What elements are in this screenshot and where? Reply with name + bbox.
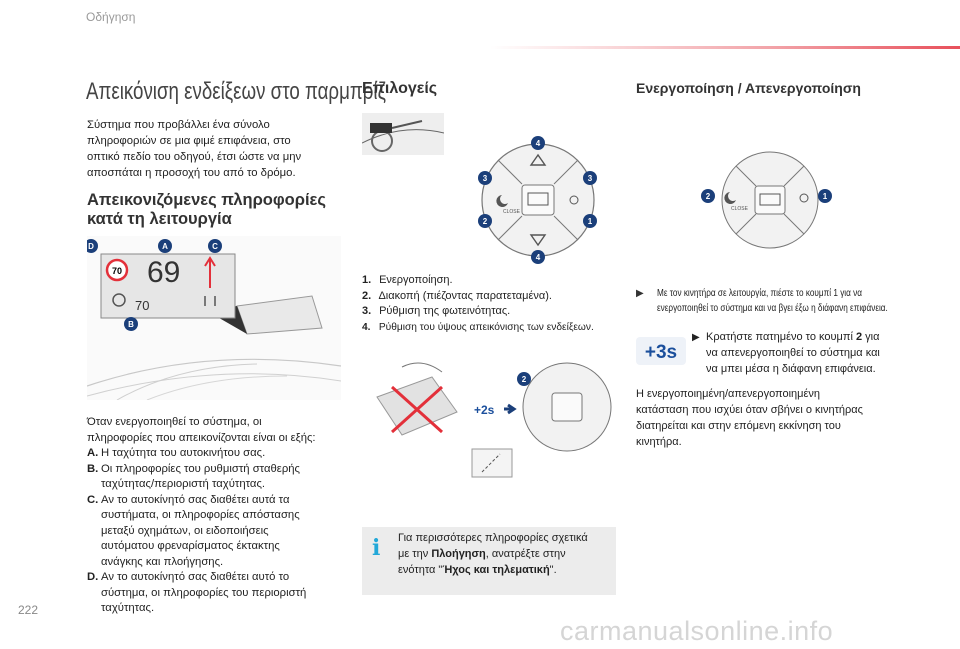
info-box — [362, 527, 616, 595]
cruise-value: 70 — [135, 298, 149, 313]
chapter-title: Οδήγηση — [86, 10, 136, 24]
svg-text:D: D — [88, 242, 94, 251]
note-activate: Με τον κινητήρα σε λειτουργία, πιέστε το… — [657, 288, 888, 314]
label-b-marker — [124, 317, 138, 331]
marker-1-right: 1 — [823, 192, 828, 201]
svg-text:CLOSE: CLOSE — [731, 206, 749, 212]
info-list: Όταν ενεργοποιηθεί το σύστημα, οι πληροφ… — [87, 415, 352, 617]
selector-diagram: CLOSE 4 4 3 3 2 1 — [470, 133, 610, 265]
list-item: D.Αν το αυτοκίνητό σας διαθέτει αυτό το — [87, 571, 290, 583]
marker-1: 1 — [588, 217, 593, 226]
speed-value: 69 — [147, 256, 180, 289]
info-text: Για περισσότερες πληροφορίες σχετικά με … — [398, 532, 588, 576]
section-heading-activation: Ενεργοποίηση / Απενεργοποίηση — [636, 80, 861, 96]
watermark: carmanualsonline.info — [560, 616, 834, 646]
svg-text:CLOSE: CLOSE — [503, 209, 521, 215]
dashboard-thumbnail — [361, 113, 445, 155]
options-list: 1. Ενεργοποίηση. 2. Διακοπή (πιέζοντας π… — [362, 273, 622, 335]
info-icon: i — [372, 535, 381, 561]
hud-illustration: 70 69 70 D A C B — [84, 236, 342, 401]
list-item: A.Η ταχύτητα του αυτοκινήτου σας. — [87, 447, 266, 459]
svg-text:C: C — [212, 242, 218, 251]
activation-diagram: CLOSE 2 1 — [700, 146, 840, 254]
marker-2-right: 2 — [706, 192, 711, 201]
bullet-icon: ▶ — [692, 332, 700, 343]
hold-3s-badge: +3s — [636, 337, 686, 365]
state-memory-paragraph: Η ενεργοποιημένη/απενεργοποιημένη κατάστ… — [636, 388, 863, 448]
marker-4-top: 4 — [536, 139, 541, 148]
svg-text:A: A — [162, 242, 168, 251]
list-item: 3. Ρύθμιση της φωτεινότητας. — [362, 305, 511, 317]
list-item: B.Οι πληροφορίες του ρυθμιστή σταθερής — [87, 462, 300, 475]
marker-3-left: 3 — [483, 174, 488, 183]
list-item: 4. Ρύθμιση του ύψους απεικόνισης των ενδ… — [362, 321, 594, 333]
marker-4-bottom: 4 — [536, 253, 541, 262]
section-heading-selectors: Επιλογείς — [362, 80, 438, 97]
svg-text:+3s: +3s — [645, 342, 677, 363]
marker-2-press: 2 — [522, 375, 527, 384]
bullet-icon: ▶ — [636, 288, 644, 299]
marker-2: 2 — [483, 217, 488, 226]
label-c-marker — [208, 239, 222, 253]
list-item: 2. Διακοπή (πιέζοντας παρατεταμένα). — [362, 289, 552, 302]
svg-text:B: B — [128, 320, 134, 329]
page-title: Απεικόνιση ενδείξεων στο παρμπρίζ — [86, 78, 386, 105]
label-d-marker — [84, 239, 98, 253]
press-instruction: Κρατήστε πατημένο το κουμπί 2 για να απε… — [706, 331, 880, 375]
marker-3-right: 3 — [588, 174, 593, 183]
speed-limit-value: 70 — [112, 266, 122, 276]
press-duration-label: +2s — [474, 403, 495, 417]
header-accent-bar — [490, 46, 960, 49]
label-a-marker — [158, 239, 172, 253]
page-number: 222 — [18, 603, 39, 617]
list-item: C.Αν το αυτοκίνητό σας διαθέτει αυτά τα — [87, 493, 290, 506]
press-button-illustration: +2s 2 — [362, 357, 616, 517]
list-item: 1. Ενεργοποίηση. — [362, 274, 453, 286]
